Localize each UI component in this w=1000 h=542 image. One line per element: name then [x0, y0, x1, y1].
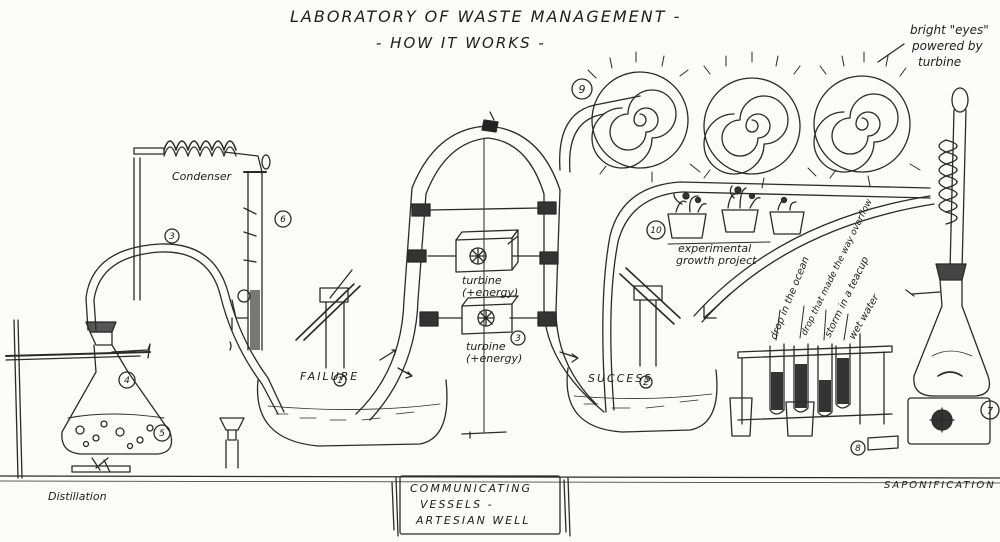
turbine-top-label: turbine	[462, 274, 502, 287]
box-line-2: VESSELS -	[420, 498, 494, 511]
page-title: LABORATORY OF WASTE MANAGEMENT -	[290, 7, 681, 26]
saponification-apparatus	[905, 87, 991, 445]
left-tray	[71, 465, 131, 473]
lamp-loop-inner	[568, 113, 605, 173]
failure-press	[295, 269, 361, 369]
marker-6: 6	[280, 215, 286, 225]
marker-3b: 3	[515, 334, 521, 344]
beakers	[729, 397, 899, 451]
lamp-rays	[587, 51, 921, 189]
success-press	[619, 267, 681, 367]
distillation-label: Distillation	[48, 490, 107, 503]
growth-label-2: growth project	[676, 254, 757, 267]
box-line-3: ARTESIAN WELL	[415, 514, 530, 527]
marker-10: 10	[650, 226, 662, 236]
marker-1: 1	[337, 376, 343, 386]
vapor-tube-inner	[93, 251, 279, 415]
marker-9: 9	[579, 83, 586, 96]
marker-5: 5	[159, 429, 165, 439]
marker-circles	[118, 78, 1000, 456]
success-pool	[566, 367, 718, 433]
growth-pots	[667, 185, 805, 245]
flow-arrow-2	[397, 367, 413, 379]
retort-stand	[5, 319, 151, 479]
condenser-label: Condenser	[172, 170, 233, 183]
marker-4: 4	[124, 376, 130, 386]
marker-8: 8	[855, 444, 861, 454]
condenser-coil	[133, 140, 271, 301]
bright-eyes-label-3: turbine	[918, 55, 961, 69]
tube-3	[817, 343, 833, 417]
turbine-top	[455, 229, 519, 273]
bright-eyes-label-2: powered by	[911, 39, 984, 53]
lamp-2	[703, 77, 801, 175]
small-funnel	[219, 417, 245, 469]
distillation-flask	[61, 321, 173, 473]
failure-pool	[256, 379, 448, 447]
turbine-top-energy: (+energy)	[462, 286, 518, 299]
turbine-bottom-label: turbine	[466, 340, 506, 353]
marker-7: 7	[987, 406, 994, 417]
lamp-1	[591, 71, 689, 169]
success-label: SUCCESS	[588, 372, 653, 385]
failure-label: FAILURE	[300, 370, 359, 383]
vapor-line-right-2	[701, 203, 935, 323]
return-tube-inner	[610, 191, 931, 411]
growth-label-1: experimental	[678, 242, 751, 255]
turbine-bottom-energy: (+energy)	[466, 352, 522, 365]
burette-column	[229, 171, 267, 351]
page-subtitle: - HOW IT WORKS -	[376, 34, 546, 52]
communicating-box	[391, 475, 571, 537]
table-line	[0, 475, 1000, 479]
flow-arrow-3	[559, 351, 579, 363]
communicating-arch	[355, 111, 605, 439]
tube-2	[793, 343, 809, 413]
wet-water-label: wet water	[847, 292, 882, 342]
box-line-1: COMMUNICATING	[410, 482, 532, 495]
test-tube-rack	[737, 305, 893, 425]
bright-eyes-pointer	[877, 43, 905, 63]
lamp-3	[813, 75, 911, 173]
flow-arrow-1	[379, 349, 397, 361]
tube-4	[835, 343, 851, 409]
turbine-bottom	[461, 295, 519, 335]
bright-eyes-label-1: bright "eyes"	[910, 23, 989, 37]
saponification-label: SAPONIFICATION	[884, 480, 996, 491]
table-line-shadow	[0, 480, 1000, 484]
marker-3a: 3	[169, 232, 175, 242]
lamp-loop	[559, 95, 641, 171]
vapor-line-right	[693, 195, 931, 317]
return-tube-outer	[602, 181, 931, 413]
marker-2: 2	[643, 378, 649, 388]
tube-1	[769, 343, 785, 415]
vapor-tube-outer	[85, 243, 285, 413]
